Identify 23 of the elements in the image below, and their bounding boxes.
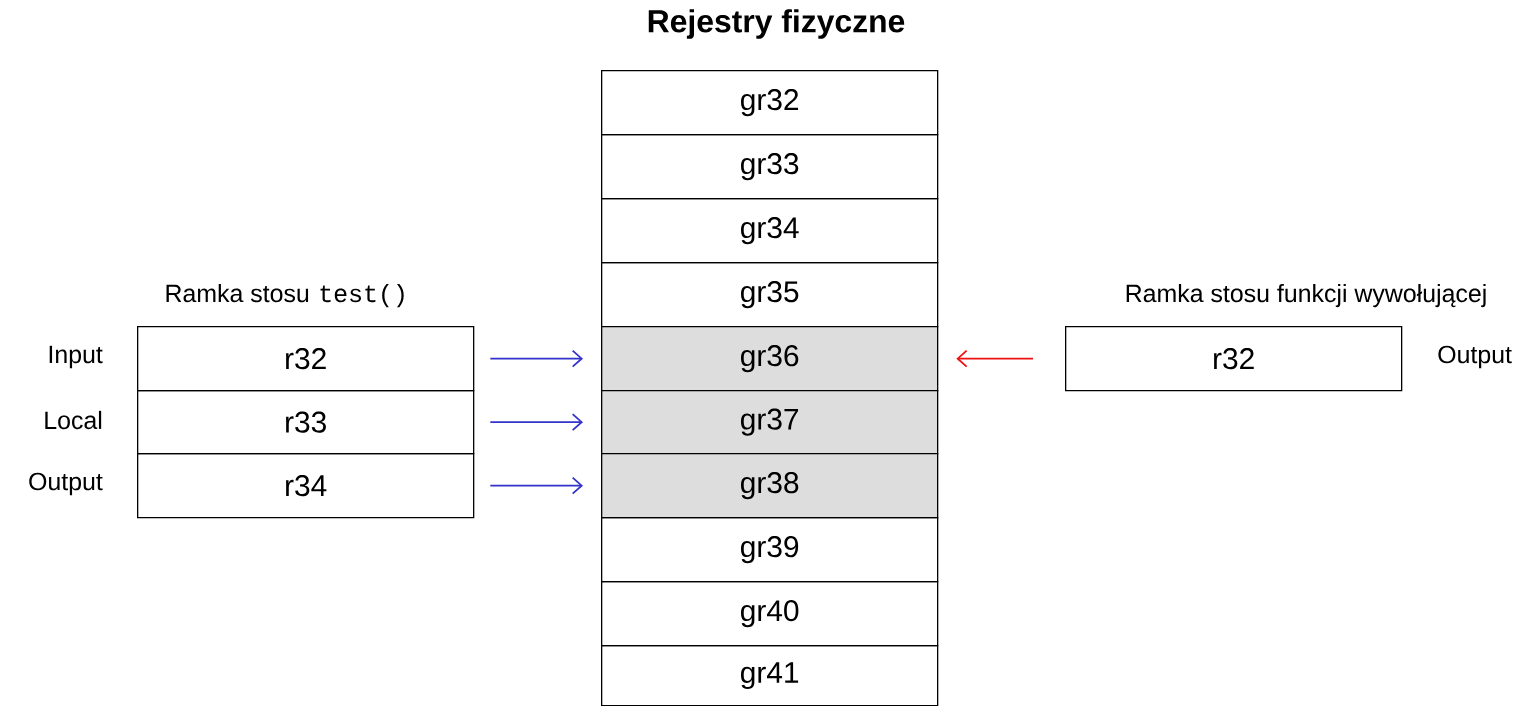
register-cell: gr41 [601,645,939,706]
register-cell: gr33 [601,134,939,200]
side-label: Output [1438,345,1512,369]
register-cell: gr36 [601,326,939,392]
frame-heading: Ramka stosu [166,283,309,303]
arrow [956,349,1034,368]
side-label: Output [29,472,103,496]
register-cell: r32 [1065,326,1403,392]
title: Rejestry fizyczne [648,9,905,39]
arrow [489,476,583,495]
register-cell: gr37 [601,390,939,455]
register-cell: r33 [137,390,475,455]
arrow [489,413,583,432]
register-cell: r32 [137,326,475,392]
register-cell: gr38 [601,453,939,519]
register-cell: gr40 [601,581,939,647]
register-cell: gr34 [601,198,939,264]
register-cell: r34 [137,453,475,519]
side-label: Local [45,410,102,430]
arrow [489,349,583,368]
side-label: Input [49,345,103,369]
register-cell: gr32 [601,70,939,136]
register-cell: gr39 [601,517,939,583]
